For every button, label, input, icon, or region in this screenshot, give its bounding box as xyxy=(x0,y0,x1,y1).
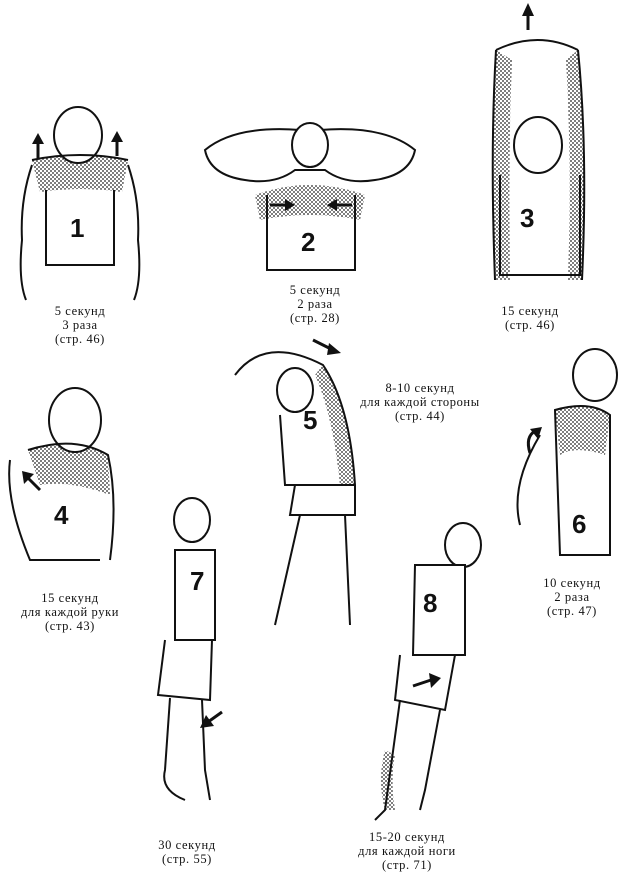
caption-line: 5 секунд xyxy=(54,304,106,318)
arrow-icon xyxy=(22,471,42,492)
caption-line: для каждой руки xyxy=(20,605,120,619)
caption-line: 8-10 секунд xyxy=(385,381,455,395)
caption-line: 15 секунд xyxy=(501,304,559,318)
caption-line: для каждой стороны xyxy=(360,395,480,409)
caption-line: (стр. 46) xyxy=(505,318,555,332)
caption-line: 15-20 секунд xyxy=(369,830,445,844)
exercise-3-number: 3 xyxy=(520,203,535,233)
exercise-6-number: 6 xyxy=(572,509,587,539)
caption-line: 5 секунд xyxy=(289,283,341,297)
exercise-4-caption: 15 секунд для каждой руки (стр. 43) xyxy=(10,591,130,633)
exercise-3-illustration xyxy=(491,3,586,281)
arrow-icon xyxy=(412,673,441,688)
exercise-8-number: 8 xyxy=(423,588,438,618)
caption-line: (стр. 43) xyxy=(45,619,95,633)
exercise-7-illustration xyxy=(156,497,223,801)
exercise-7-number: 7 xyxy=(190,566,205,596)
caption-line: (стр. 55) xyxy=(162,852,212,866)
exercise-1-figure: 1 5 секунд 3 раза (стр. 46) xyxy=(0,0,180,346)
caption-line: 3 раза xyxy=(62,318,98,332)
stippled-stretch-area xyxy=(315,365,355,485)
stippled-stretch-area xyxy=(492,50,512,280)
exercise-3-figure: 3 15 секунд (стр. 46) xyxy=(470,0,626,340)
stippled-stretch-area xyxy=(28,443,110,495)
arrow-icon xyxy=(522,3,534,30)
exercise-5-number: 5 xyxy=(303,405,318,435)
caption-line: (стр. 28) xyxy=(290,311,340,325)
caption-line: 30 секунд xyxy=(158,838,216,852)
caption-line: 10 секунд xyxy=(543,576,601,590)
exercise-7-caption: 30 секунд (стр. 55) xyxy=(142,838,232,866)
arrow-icon xyxy=(111,131,123,156)
exercise-8-illustration xyxy=(374,522,482,821)
exercise-2-number: 2 xyxy=(301,227,316,257)
exercise-4-number: 4 xyxy=(54,500,69,530)
exercise-5-caption: 8-10 секунд для каждой стороны (стр. 44) xyxy=(350,381,490,423)
exercise-2-figure: 2 5 секунд 2 раза (стр. 28) xyxy=(195,105,425,345)
caption-line: для каждой ноги xyxy=(358,844,456,858)
caption-line: (стр. 47) xyxy=(547,604,597,618)
stippled-stretch-area xyxy=(555,406,610,455)
exercise-2-illustration xyxy=(203,122,417,271)
arrow-icon xyxy=(200,710,223,728)
stippled-stretch-area xyxy=(32,155,128,192)
exercise-6-illustration xyxy=(516,348,618,556)
exercise-5-illustration xyxy=(234,338,356,626)
arrow-icon xyxy=(327,199,352,211)
exercise-6-figure: 6 10 секунд 2 раза (стр. 47) xyxy=(500,345,626,625)
exercise-4-figure: 4 15 секунд для каждой руки (стр. 43) xyxy=(0,380,150,640)
arrow-icon xyxy=(312,338,341,355)
caption-line: (стр. 46) xyxy=(55,332,105,346)
exercise-5-figure: 5 8-10 секунд для каждой стороны (стр. 4… xyxy=(225,335,495,645)
exercise-3-caption: 15 секунд (стр. 46) xyxy=(480,304,580,332)
caption-line: (стр. 71) xyxy=(382,858,432,872)
stippled-stretch-area xyxy=(255,185,365,220)
exercise-1-caption: 5 секунд 3 раза (стр. 46) xyxy=(30,304,130,346)
exercise-7-figure: 7 30 секунд (стр. 55) xyxy=(130,490,260,884)
arrow-icon xyxy=(526,427,542,454)
exercise-1-number: 1 xyxy=(70,213,85,243)
caption-line: 2 раза xyxy=(554,590,590,604)
caption-line: 2 раза xyxy=(297,297,333,311)
arrow-icon xyxy=(32,133,44,158)
caption-line: 15 секунд xyxy=(41,591,99,605)
exercise-4-illustration xyxy=(8,387,115,561)
arrow-icon xyxy=(270,199,295,211)
exercise-8-caption: 15-20 секунд для каждой ноги (стр. 71) xyxy=(347,830,467,872)
exercise-8-figure: 8 15-20 секунд для каждой ноги (стр. 71) xyxy=(345,520,515,884)
exercise-2-caption: 5 секунд 2 раза (стр. 28) xyxy=(265,283,365,325)
caption-line: (стр. 44) xyxy=(395,409,445,423)
exercise-6-caption: 10 секунд 2 раза (стр. 47) xyxy=(522,576,622,618)
exercise-1-illustration xyxy=(19,106,141,301)
